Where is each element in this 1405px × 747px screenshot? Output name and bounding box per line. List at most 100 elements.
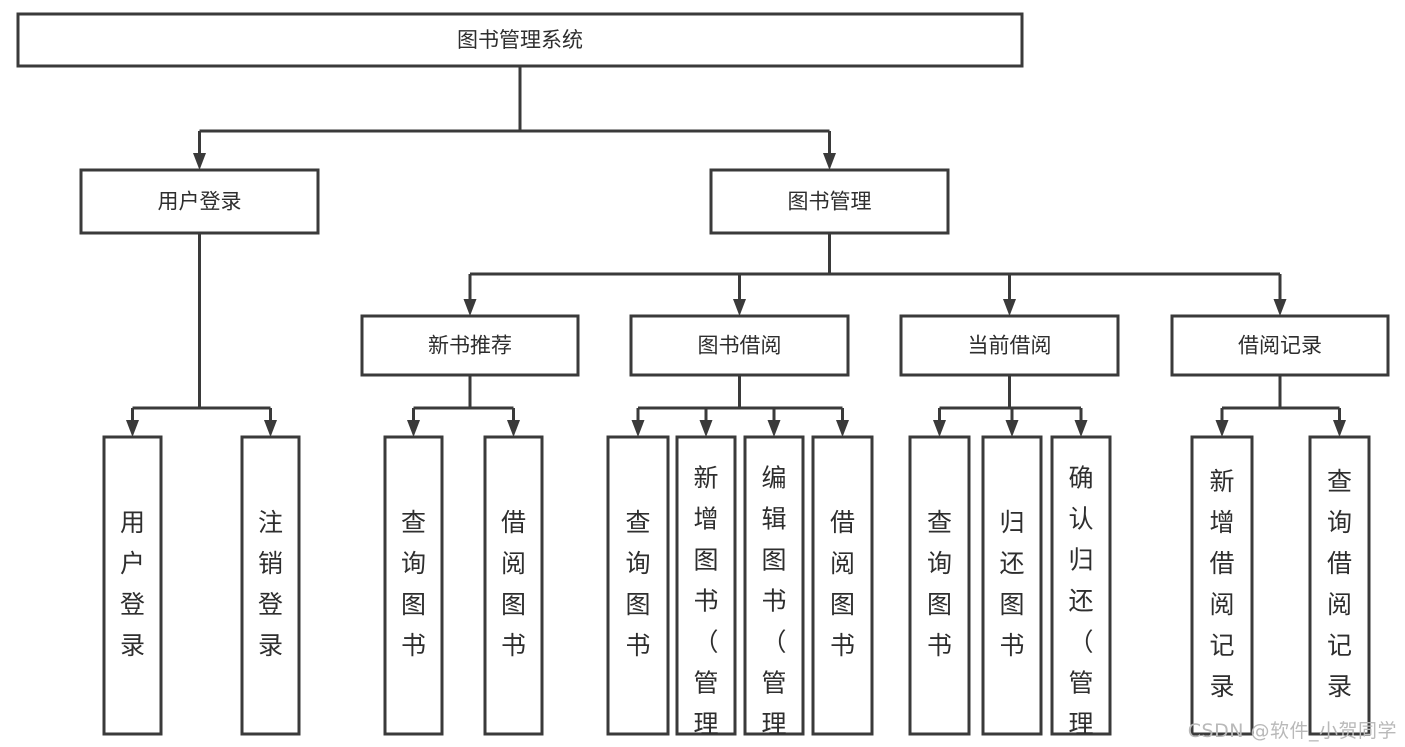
node-rect [1190, 435, 1254, 736]
node-label-char: 书 [401, 631, 426, 660]
node-label-char: 辑 [761, 505, 786, 534]
arrow-head [733, 299, 746, 316]
node-rect [102, 435, 163, 736]
node-label-char: 用 [120, 508, 145, 537]
node-label-char: 书 [501, 631, 526, 660]
node-rect [1170, 314, 1390, 377]
node-label-char: 借 [1209, 549, 1234, 578]
level3-node-当前借阅[interactable]: 当前借阅 [899, 314, 1120, 377]
level3-node-新书推荐[interactable]: 新书推荐 [360, 314, 580, 377]
node-rect [743, 435, 805, 736]
node-rect [360, 314, 580, 377]
node-label-char: 编 [761, 464, 786, 493]
node-rect [981, 435, 1043, 736]
node-label-char: 图 [927, 590, 952, 619]
level3-node-图书借阅[interactable]: 图书借阅 [629, 314, 850, 377]
node-boxes: 图书管理系统用户登录图书管理新书推荐图书借阅当前借阅借阅记录用户登录注销登录查询… [16, 12, 1390, 747]
arrow-head [933, 420, 946, 437]
node-label-char: 查 [927, 508, 952, 537]
node-label-char: 录 [1209, 672, 1234, 701]
node-label-char: 询 [401, 549, 426, 578]
level3-node-借阅记录[interactable]: 借阅记录 [1170, 314, 1390, 377]
node-label-char: 理 [1068, 710, 1093, 739]
node-label-char: 户 [120, 549, 145, 578]
node-label: 图书管理系统 [457, 28, 583, 52]
node-label: 图书借阅 [698, 334, 782, 358]
node-label-char: 阅 [1327, 590, 1352, 619]
node-label-char: （ [761, 628, 786, 657]
node-label-char: 登 [120, 590, 145, 619]
node-label-char: 书 [761, 587, 786, 616]
arrow-head [463, 299, 477, 316]
node-rect [899, 314, 1120, 377]
node-label-char: 图 [401, 590, 426, 619]
node-label-char: 阅 [830, 549, 855, 578]
arrow-head [767, 420, 781, 437]
arrow-head [1273, 299, 1287, 316]
leaf-node-用户登录-0[interactable]: 用户登录 [102, 435, 163, 736]
node-label: 新书推荐 [428, 334, 512, 358]
node-label: 用户登录 [158, 190, 242, 214]
node-label-char: 销 [258, 549, 283, 578]
node-label-char: 图 [693, 546, 718, 575]
node-label-char: 图 [830, 590, 855, 619]
arrow-head [836, 420, 849, 437]
node-label-char: 管 [1068, 669, 1093, 698]
arrow-head [823, 153, 836, 170]
level2-node-用户登录[interactable]: 用户登录 [79, 168, 320, 235]
node-label-char: 询 [927, 549, 952, 578]
node-label-char: 询 [625, 549, 650, 578]
node-label-char: 图 [761, 546, 786, 575]
node-rect [811, 435, 874, 736]
node-label-char: 增 [693, 505, 718, 534]
node-label-char: 录 [1327, 672, 1352, 701]
node-label-char: 管 [693, 669, 718, 698]
node-rect [1050, 435, 1112, 736]
node-label: 借阅记录 [1238, 334, 1322, 358]
node-label-char: 注 [258, 508, 283, 537]
node-label-char: 查 [401, 508, 426, 537]
node-rect [675, 435, 737, 736]
arrow-head [1333, 420, 1346, 437]
node-label-char: 图 [501, 590, 526, 619]
arrow-head [1215, 420, 1229, 437]
node-label-char: 借 [830, 508, 855, 537]
arrow-head [264, 420, 277, 437]
node-label-char: 理 [761, 710, 786, 739]
node-label-char: 图 [999, 590, 1024, 619]
arrow-head [1003, 299, 1016, 316]
node-label-char: 查 [625, 508, 650, 537]
node-label-char: 阅 [501, 549, 526, 578]
node-label-char: 归 [1068, 546, 1093, 575]
arrow-head [126, 420, 139, 437]
node-label-char: 新 [693, 464, 718, 493]
node-label-char: 书 [625, 631, 650, 660]
arrow-head [631, 420, 645, 437]
node-label-char: 还 [1068, 587, 1093, 616]
node-label-char: 书 [830, 631, 855, 660]
node-rect [1308, 435, 1371, 736]
node-label-char: 询 [1327, 508, 1352, 537]
node-label-char: 登 [258, 590, 283, 619]
node-label-char: 新 [1209, 467, 1234, 496]
root-node-book-management-system[interactable]: 图书管理系统 [16, 12, 1024, 68]
node-label-char: 确 [1068, 464, 1093, 493]
node-label-char: （ [1068, 628, 1093, 657]
node-label-char: 借 [1327, 549, 1352, 578]
node-rect [383, 435, 444, 736]
level2-node-图书管理[interactable]: 图书管理 [709, 168, 950, 235]
node-label-char: 记 [1209, 631, 1234, 660]
